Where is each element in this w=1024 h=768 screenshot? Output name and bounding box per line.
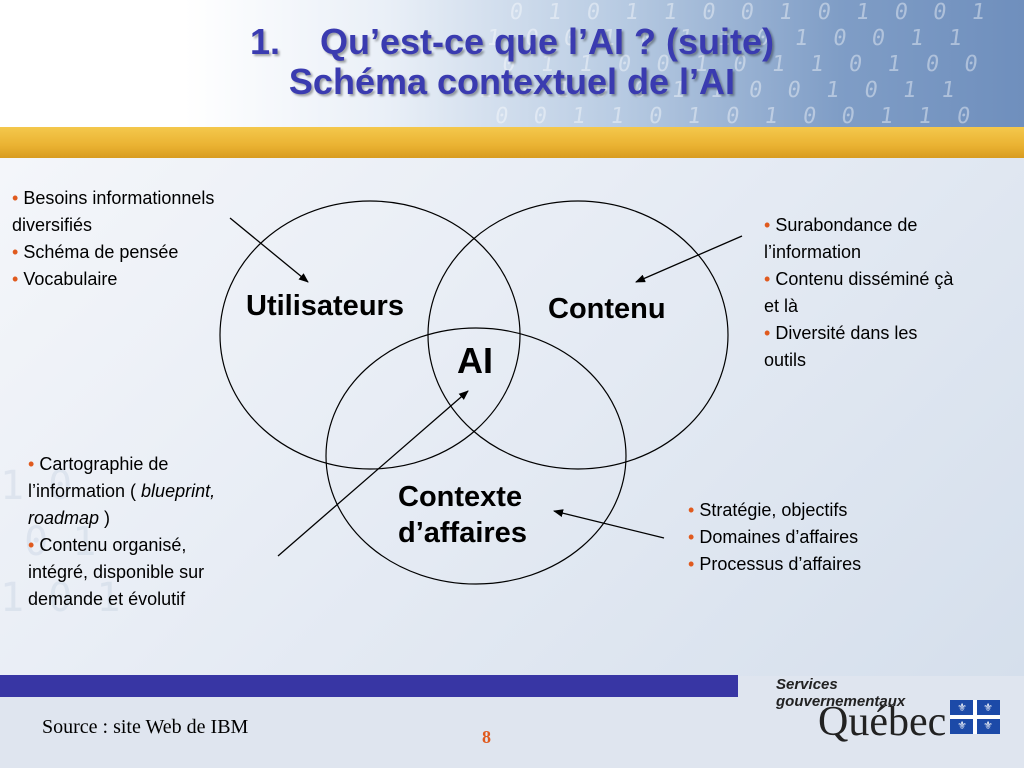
label-contenu: Contenu [548,293,666,325]
label-contexte-line-1: Contexte [398,481,523,513]
quebec-flag-icon: ⚜ ⚜ ⚜ ⚜ [950,700,1000,734]
header-banner: 0 1 0 1 1 0 0 1 0 1 0 0 1 1 0 0 1 0 1 1 … [0,0,1024,127]
list-item-continued: l’information [764,242,862,262]
logo-quebec-text: Québec [818,699,947,745]
list-item-continued: outils [764,350,807,370]
label-utilisateurs: Utilisateurs [246,290,404,322]
list-item-continued: demande et évolutif [28,589,186,609]
list-item: • Contenu organisé, [28,535,187,555]
list-item: • Domaines d’affaires [688,527,859,547]
list-item: • Processus d’affaires [688,554,862,574]
title-number: 1. [249,21,280,62]
list-item: • Vocabulaire [12,269,118,289]
notes-utilisateurs: • Besoins informationnels diversifiés • … [12,185,282,293]
title-line-1: Qu’est-ce que l’AI ? (suite) [319,21,775,62]
title-line-2: Schéma contextuel de l’AI [288,61,736,102]
notes-contexte-affaires: • Stratégie, objectifs • Domaines d’affa… [688,497,938,578]
list-item: • Surabondance de [764,215,918,235]
blue-footer-band [0,675,738,697]
slide-title: 1. Qu’est-ce que l’AI ? (suite) Schéma co… [0,22,1024,102]
gold-band [0,127,1024,158]
label-ai: AI [457,340,493,381]
logo-services-text: Services gouvernementaux [776,676,906,710]
notes-ai: • Cartographie de l’information ( bluepr… [28,451,278,613]
arrow-users [229,217,309,283]
arrow-business [553,509,665,539]
list-item: • Stratégie, objectifs [688,500,848,520]
arrow-ai [277,390,469,557]
label-contexte-line-2: d’affaires [398,517,527,549]
list-item: • Contenu disséminé çà [764,269,954,289]
arrow-content [635,235,743,283]
list-item: • Besoins informationnels [12,188,215,208]
circle-contexte [325,327,627,585]
content-background: 1 0 0 1 1 0 1 [0,158,1024,676]
source-text: Source : site Web de IBM [42,716,249,738]
label-contexte-affaires: Contexte d’affaires [398,479,527,551]
page-number: 8 [482,727,491,747]
list-item-continued: intégré, disponible sur [28,562,205,582]
list-item: • Diversité dans les [764,323,918,343]
list-item-continued: et là [764,296,799,316]
circle-utilisateurs [219,200,521,470]
list-item: • Cartographie de [28,454,169,474]
background-digits-decoration: 1 0 0 1 1 0 1 [0,463,121,621]
list-item: • Schéma de pensée [12,242,179,262]
quebec-logo: Services gouvernementaux Québec ⚜ ⚜ ⚜ ⚜ [760,676,1022,766]
circle-contenu [427,200,729,470]
list-item-continued: roadmap ) [28,508,111,528]
list-item-continued: l’information ( blueprint, [28,481,216,501]
list-item-continued: diversifiés [12,215,93,235]
notes-contenu: • Surabondance de l’information • Conten… [764,212,1019,374]
